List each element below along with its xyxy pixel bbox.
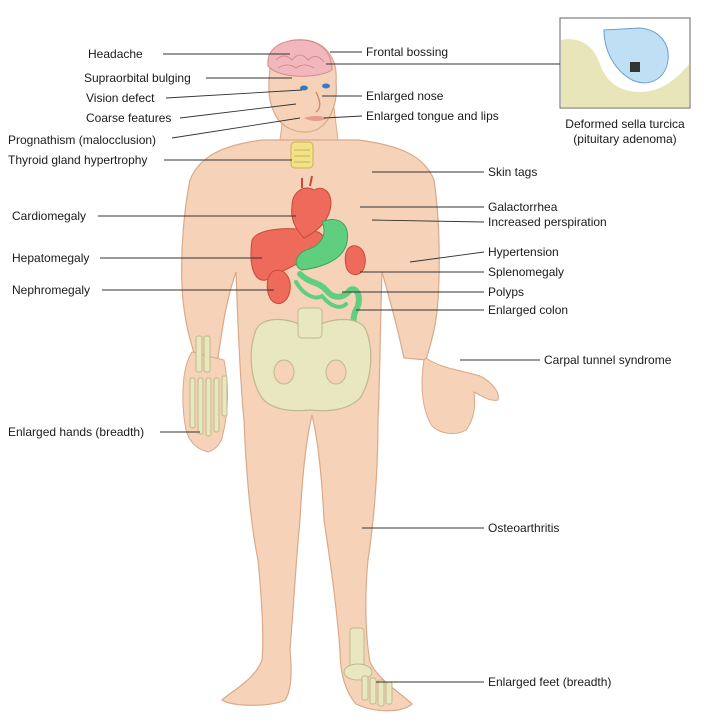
inset-caption: Deformed sella turcica (pituitary adenom… xyxy=(565,117,685,146)
pelvis xyxy=(250,307,372,412)
thyroid xyxy=(290,141,314,169)
label-prognathism: Prognathism (malocclusion) xyxy=(8,133,156,147)
label-polyps: Polyps xyxy=(488,285,524,299)
label-vision-defect: Vision defect xyxy=(86,91,155,105)
label-splenomegaly: Splenomegaly xyxy=(488,265,564,279)
label-coarse-features: Coarse features xyxy=(86,111,171,125)
spleen xyxy=(344,245,366,275)
label-enlarged-nose: Enlarged nose xyxy=(366,89,444,103)
label-galactorrhea: Galactorrhea xyxy=(488,200,558,214)
label-enlarged-feet: Enlarged feet (breadth) xyxy=(488,675,611,689)
label-cardiomegaly: Cardiomegaly xyxy=(12,209,86,223)
face-features xyxy=(300,83,330,121)
heart xyxy=(291,187,332,239)
label-osteoarthritis: Osteoarthritis xyxy=(488,521,559,535)
label-increased-perspiration: Increased perspiration xyxy=(488,215,607,229)
foot-bones xyxy=(343,627,393,707)
label-thyroid: Thyroid gland hypertrophy xyxy=(8,153,147,167)
label-headache: Headache xyxy=(88,47,143,61)
sella-turcica-inset xyxy=(559,17,691,109)
hand-bones xyxy=(189,335,228,437)
label-carpal-tunnel: Carpal tunnel syndrome xyxy=(544,353,672,367)
inset-caption-line1: Deformed sella turcica xyxy=(565,117,685,131)
label-hypertension: Hypertension xyxy=(488,245,559,259)
labels-right: Frontal bossing Enlarged nose Enlarged t… xyxy=(366,45,672,689)
leader-lines xyxy=(98,51,560,683)
label-skin-tags: Skin tags xyxy=(488,165,537,179)
label-enlarged-tongue: Enlarged tongue and lips xyxy=(366,109,499,123)
right-hand xyxy=(421,357,499,434)
inset-caption-line2: (pituitary adenoma) xyxy=(573,132,676,146)
label-enlarged-colon: Enlarged colon xyxy=(488,303,568,317)
stomach xyxy=(295,219,348,271)
label-enlarged-hands: Enlarged hands (breadth) xyxy=(8,425,144,439)
label-frontal-bossing: Frontal bossing xyxy=(366,45,448,59)
label-nephromegaly: Nephromegaly xyxy=(12,283,90,297)
kidney xyxy=(266,269,291,305)
label-supraorbital-bulging: Supraorbital bulging xyxy=(84,71,191,85)
label-hepatomegaly: Hepatomegaly xyxy=(12,251,89,265)
labels-left: Headache Supraorbital bulging Vision def… xyxy=(8,47,191,439)
brain xyxy=(267,39,333,77)
